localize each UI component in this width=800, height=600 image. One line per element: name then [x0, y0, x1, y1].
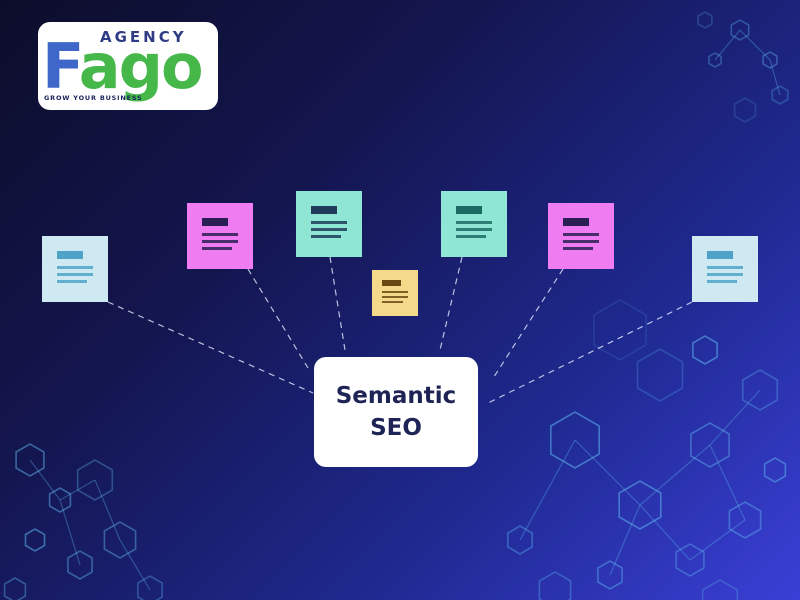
doc-text-line [563, 240, 599, 243]
network-link [609, 504, 641, 576]
doc-heading-bar [707, 251, 733, 259]
doc-text-line [382, 295, 408, 298]
network-link [119, 539, 151, 591]
doc-text-line [311, 228, 347, 231]
hexagon-shape [771, 85, 789, 105]
semantic-seo-box: Semantic SEO [314, 357, 478, 467]
logo-card: AGENCY Fago GROW YOUR BUSINESS [38, 22, 218, 110]
logo-agency-text: AGENCY [100, 28, 187, 46]
hexagon-shape [137, 575, 163, 600]
hexagon-shape [730, 19, 750, 41]
hexagon-shape [24, 528, 46, 552]
hexagon-shape [67, 550, 93, 580]
connector-line [247, 268, 309, 369]
network-link [714, 29, 741, 61]
doc-text-line [707, 273, 743, 276]
hexagon-shape [549, 411, 601, 469]
hexagon-shape [636, 348, 684, 402]
doc-yellow-center [372, 270, 418, 316]
doc-heading-bar [311, 206, 337, 214]
doc-teal-right [441, 191, 507, 257]
doc-magenta-right [548, 203, 614, 269]
hexagon-shape [3, 577, 27, 600]
doc-heading-bar [456, 206, 482, 214]
hexagon-shape [697, 11, 713, 29]
hexagon-shape [763, 457, 787, 483]
doc-text-line [456, 235, 486, 238]
connector-line [485, 301, 693, 405]
doc-heading-bar [563, 218, 589, 226]
doc-text-line [57, 273, 93, 276]
connector-line [491, 268, 564, 381]
hexagon-shape [593, 299, 647, 361]
network-link [709, 389, 761, 446]
doc-heading-bar [202, 218, 228, 226]
doc-teal-left [296, 191, 362, 257]
logo-letter-f: F [42, 30, 81, 103]
hexagon-shape [701, 579, 739, 600]
hexagon-shape [728, 501, 762, 539]
doc-text-line [311, 235, 341, 238]
connector-line [107, 301, 314, 394]
network-link [519, 439, 576, 541]
doc-text-line [382, 290, 408, 293]
center-title-line1: Semantic [335, 383, 457, 409]
network-link [94, 479, 121, 541]
logo-tagline: GROW YOUR BUSINESS [44, 94, 143, 102]
connector-line [329, 256, 346, 351]
doc-text-line [456, 228, 492, 231]
doc-text-line [202, 233, 238, 236]
hexagon-shape [538, 571, 572, 600]
hexagon-shape [618, 480, 662, 530]
hexagon-shape [762, 51, 778, 69]
doc-text-line [202, 247, 232, 250]
network-link [574, 439, 641, 506]
hexagon-shape [103, 521, 137, 559]
network-link [769, 59, 781, 96]
doc-light-blue-right [692, 236, 758, 302]
doc-text-line [456, 221, 492, 224]
doc-heading-bar [382, 280, 401, 287]
hexagon-shape [733, 97, 757, 123]
doc-text-line [311, 221, 347, 224]
hexagon-shape [597, 560, 623, 590]
doc-text-line [707, 266, 743, 269]
network-link [709, 444, 746, 521]
network-link [59, 499, 81, 566]
connector-line [439, 256, 463, 351]
doc-magenta-left [187, 203, 253, 269]
doc-text-line [202, 240, 238, 243]
network-link [739, 29, 771, 61]
hexagon-shape [507, 525, 533, 555]
hexagon-shape [741, 369, 779, 411]
hexagon-shape [690, 422, 730, 468]
doc-text-line [563, 233, 599, 236]
doc-text-line [382, 300, 404, 303]
logo-letters-ago: ago [78, 30, 204, 103]
hexagon-shape [15, 443, 45, 477]
hexagon-network-icon [3, 11, 789, 600]
doc-text-line [707, 280, 737, 283]
doc-text-line [57, 266, 93, 269]
hexagon-shape [48, 487, 72, 513]
hexagon-shape [692, 335, 718, 365]
network-link [29, 459, 61, 501]
network-link [59, 479, 96, 501]
network-link [639, 444, 711, 506]
hexagon-shape [708, 52, 722, 68]
doc-text-line [563, 247, 593, 250]
doc-light-blue-left [42, 236, 108, 302]
logo-wordmark: Fago [42, 36, 204, 98]
center-title-line2: SEO [370, 415, 422, 441]
hexagon-shape [76, 459, 114, 501]
network-link [639, 504, 691, 561]
doc-text-line [57, 280, 87, 283]
connector-lines [107, 256, 693, 405]
network-link [689, 519, 746, 561]
doc-heading-bar [57, 251, 83, 259]
hexagon-shape [675, 543, 705, 577]
